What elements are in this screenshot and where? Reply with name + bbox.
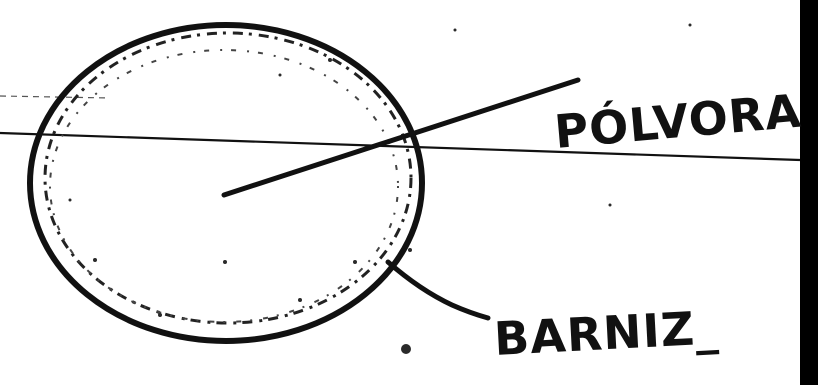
scan-edge [800,0,818,385]
